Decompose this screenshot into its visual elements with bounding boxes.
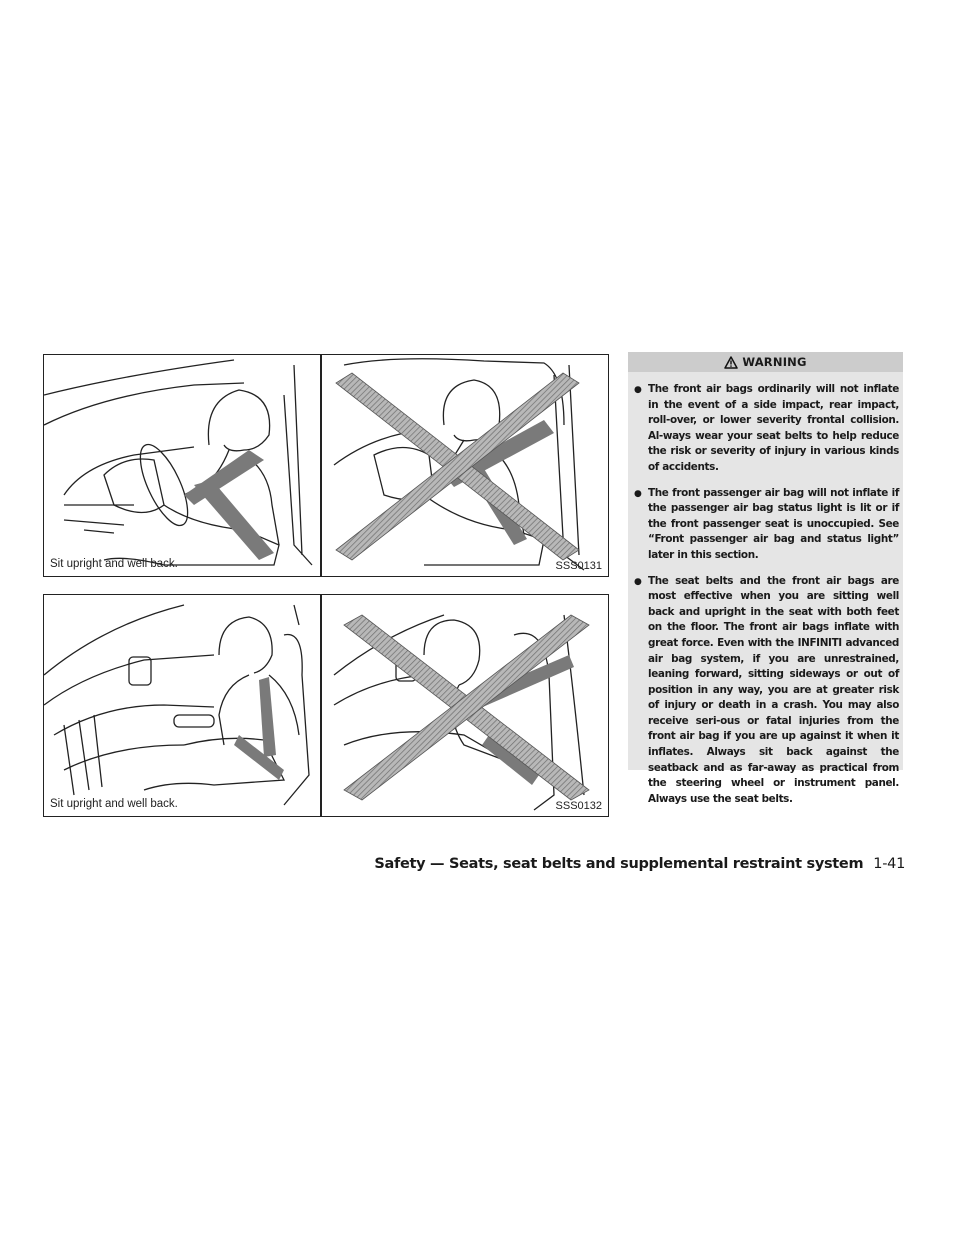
correct-passenger-posture [44, 604, 310, 806]
warning-triangle-icon [724, 355, 739, 369]
prohibited-cross [343, 614, 590, 801]
warning-item-text: The front air bags ordinarily will not i… [648, 383, 899, 473]
warning-box: WARNING ● The front air bags ordinarily … [628, 352, 903, 805]
correct-driver-posture [44, 359, 313, 566]
page-footer: Safety — Seats, seat belts and supplemen… [0, 856, 905, 872]
prohibited-cross [335, 372, 580, 561]
page-number: 1-41 [873, 856, 905, 872]
warning-title: WARNING [742, 355, 807, 369]
warning-item-text: The front passenger air bag will not inf… [648, 486, 899, 561]
figure-divider [320, 595, 322, 816]
figure-code: SSS0132 [555, 800, 602, 812]
passenger-seating-illustration [44, 604, 590, 811]
figure-driver-seating: Sit upright and well back. SSS0131 [43, 354, 609, 577]
warning-item: ● The seat belts and the front air bags … [634, 574, 899, 808]
figure-code: SSS0131 [555, 560, 602, 572]
driver-seating-illustration [44, 358, 585, 571]
figure-caption: Sit upright and well back. [50, 558, 178, 570]
figure-caption: Sit upright and well back. [50, 798, 178, 810]
figure-divider [320, 355, 322, 576]
bullet-icon: ● [634, 576, 642, 587]
warning-header: WARNING [628, 352, 903, 372]
bullet-icon: ● [634, 385, 642, 395]
warning-item-text: The seat belts and the front air bags ar… [648, 574, 899, 805]
warning-item: ● The front passenger air bag will not i… [634, 486, 899, 564]
warning-item: ● The front air bags ordinarily will not… [634, 382, 899, 476]
bullet-icon: ● [634, 488, 642, 499]
footer-section-title: Safety — Seats, seat belts and supplemen… [374, 856, 864, 872]
figure-passenger-seating: Sit upright and well back. SSS0132 [43, 594, 609, 817]
